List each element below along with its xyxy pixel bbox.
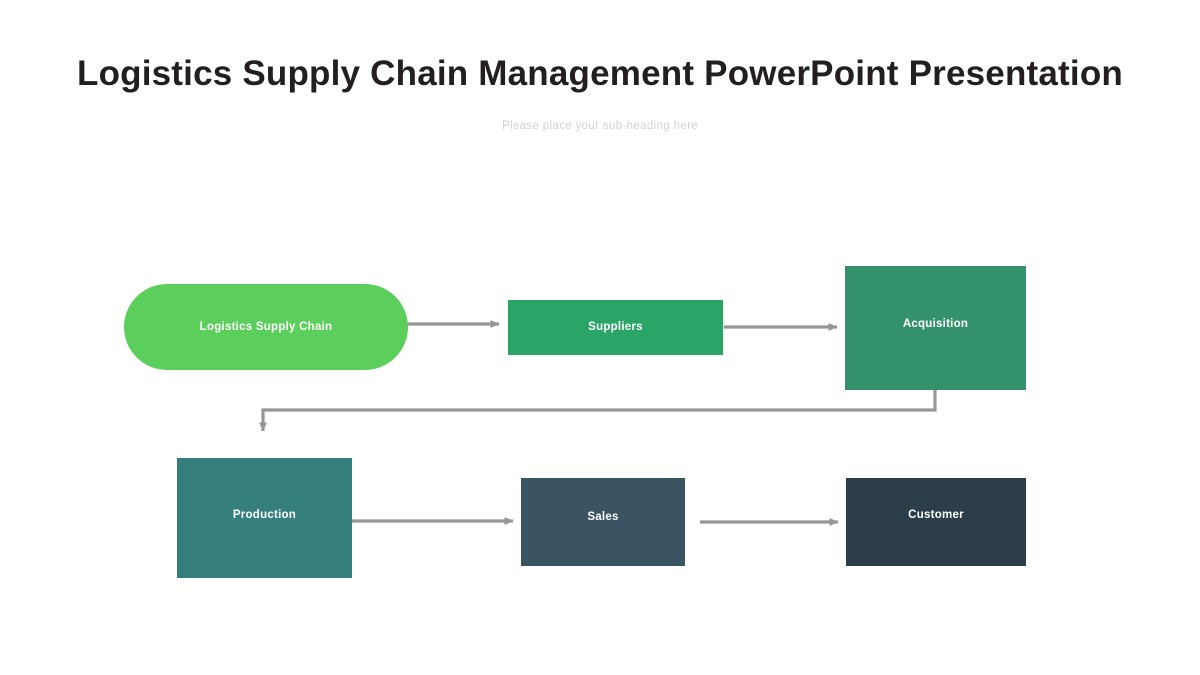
node-label-logistics-supply-chain: Logistics Supply Chain [199, 320, 333, 333]
node-logistics-supply-chain[interactable]: Logistics Supply Chain [124, 284, 408, 370]
node-label-acquisition: Acquisition [902, 318, 969, 330]
node-label-suppliers: Suppliers [588, 321, 643, 334]
node-customer[interactable]: Customer [846, 478, 1026, 566]
page-title: Logistics Supply Chain Management PowerP… [76, 54, 1123, 93]
node-label-sales: Sales [587, 511, 619, 523]
node-production[interactable]: Production [177, 458, 352, 578]
node-label-customer: Customer [908, 509, 964, 521]
page-subtitle: Please place your sub-heading here [501, 120, 699, 132]
node-sales[interactable]: Sales [521, 478, 685, 566]
node-suppliers[interactable]: Suppliers [508, 300, 723, 355]
node-label-production: Production [232, 509, 297, 521]
node-acquisition[interactable]: Acquisition [845, 266, 1026, 390]
connector-acquisition-to-production [259, 390, 937, 432]
